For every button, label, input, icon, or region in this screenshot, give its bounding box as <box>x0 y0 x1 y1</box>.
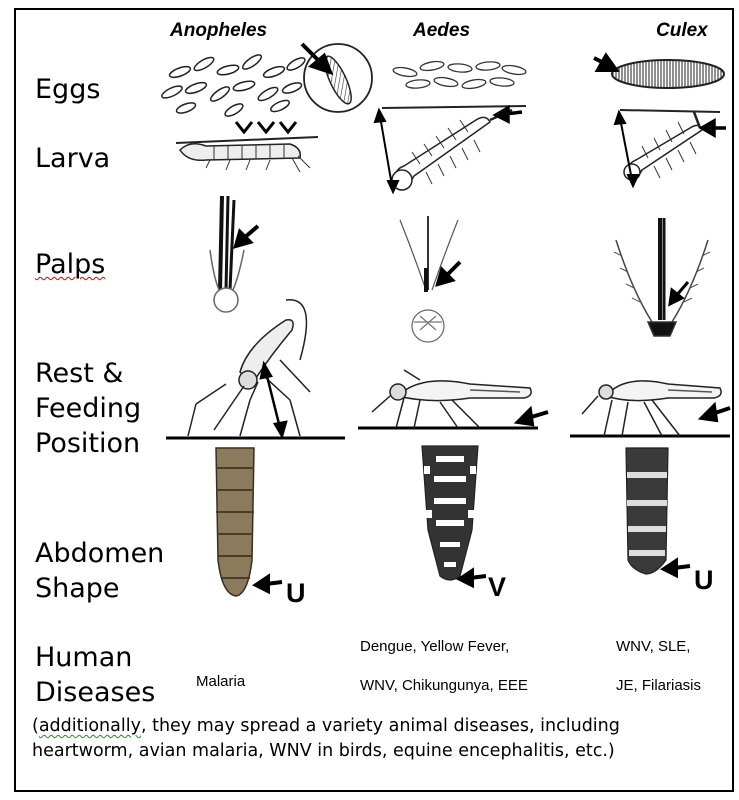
aedes-eggs <box>392 60 526 90</box>
aedes-resting <box>372 370 531 428</box>
disease-culex-line2: JE, Filariasis <box>616 677 701 694</box>
anopheles-palps <box>210 196 244 312</box>
arrow-egg-raft <box>594 56 616 70</box>
abdomen-shape-culex: U <box>694 565 714 596</box>
disease-aedes-line1: Dengue, Yellow Fever, <box>360 638 509 655</box>
arrow-angle-anopheles <box>261 364 286 436</box>
anopheles-eggs <box>160 52 306 118</box>
arrow-aedes-siphon <box>496 108 522 121</box>
culex-palps <box>614 218 710 336</box>
arrow-culex-rest <box>702 406 730 420</box>
arrow-abdomen-aedes <box>460 571 486 585</box>
aedes-abdomen <box>422 446 478 580</box>
arrow-palps-culex <box>670 282 688 304</box>
footnote-open-paren: ( <box>32 716 39 736</box>
culex-larva <box>620 110 720 180</box>
anopheles-larva <box>176 137 318 172</box>
culex-resting <box>582 381 721 436</box>
arrow-aedes-rest <box>518 410 548 424</box>
arrows-larva-anopheles <box>236 122 296 132</box>
anopheles-abdomen <box>216 448 254 596</box>
disease-culex-line1: WNV, SLE, <box>616 638 690 655</box>
culex-abdomen <box>626 448 668 574</box>
arrow-abdomen-culex <box>664 561 690 575</box>
disease-anopheles: Malaria <box>196 673 245 690</box>
arrow-palps-anopheles <box>236 226 258 246</box>
abdomen-shape-aedes: V <box>488 572 506 603</box>
arrow-culex-siphon <box>702 121 726 135</box>
disease-aedes-line2: WNV, Chikungunya, EEE <box>360 677 528 694</box>
footnote-additionally: additionally <box>39 716 141 736</box>
anopheles-resting <box>188 300 310 436</box>
footnote: (additionally, they may spread a variety… <box>32 714 722 764</box>
culex-egg-raft <box>612 60 724 88</box>
abdomen-shape-anopheles: U <box>286 578 306 609</box>
arrow-abdomen-anopheles <box>256 577 282 591</box>
